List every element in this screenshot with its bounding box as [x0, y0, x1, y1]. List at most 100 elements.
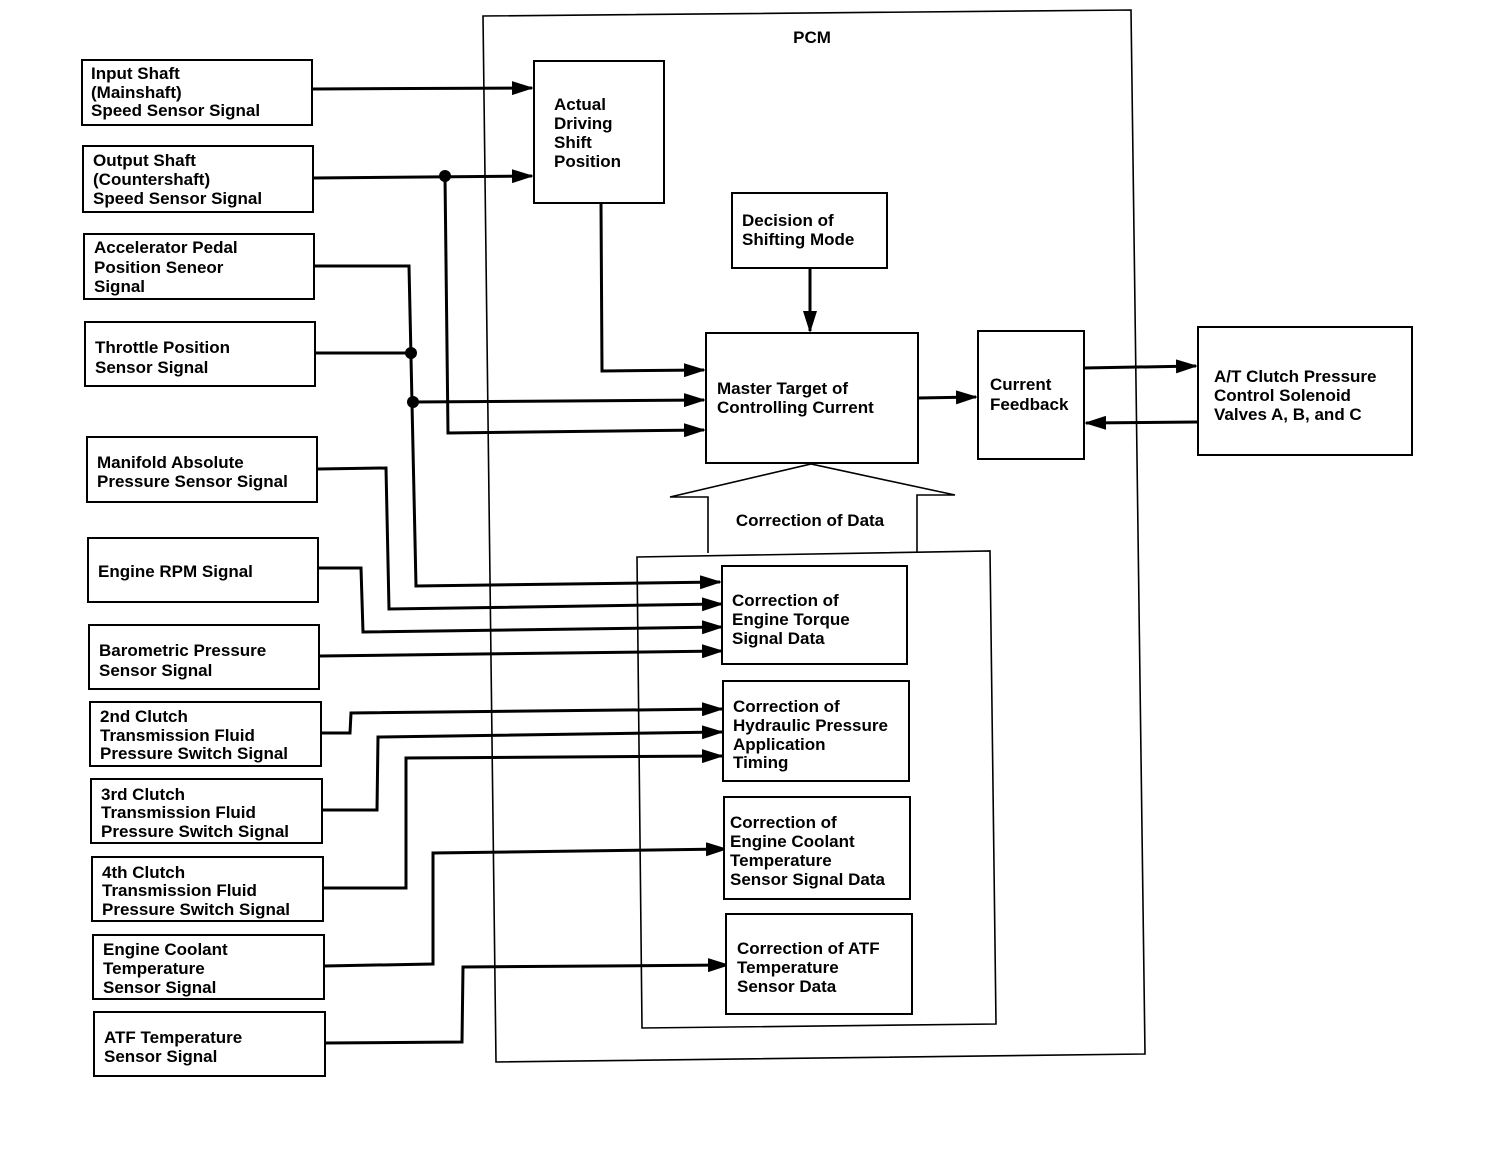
input-box-baro: Barometric Pressure Sensor Signal — [88, 624, 320, 690]
svg-text:Sensor Data: Sensor Data — [737, 977, 837, 996]
input-box-rpm: Engine RPM Signal — [87, 537, 319, 603]
svg-text:Shifting Mode: Shifting Mode — [742, 230, 854, 249]
svg-text:Position Seneor: Position Seneor — [94, 258, 224, 277]
junction-dot — [439, 170, 451, 182]
svg-text:(Mainshaft): (Mainshaft) — [91, 83, 182, 102]
box-correction-coolant: Correction of Engine Coolant Temperature… — [723, 796, 911, 900]
svg-text:Accelerator Pedal: Accelerator Pedal — [94, 238, 238, 257]
wire-master-to-feedback — [917, 390, 978, 405]
svg-text:4th Clutch: 4th Clutch — [102, 863, 185, 882]
svg-text:Input Shaft: Input Shaft — [91, 64, 180, 83]
signal-wires — [311, 81, 1199, 1045]
svg-text:Temperature: Temperature — [103, 959, 205, 978]
svg-text:Hydraulic Pressure: Hydraulic Pressure — [733, 716, 888, 735]
svg-text:Timing: Timing — [733, 753, 788, 772]
correction-data-label: Correction of Data — [736, 511, 885, 530]
wire-clutch4 — [323, 749, 724, 890]
input-box-throttle: Throttle Position Sensor Signal — [84, 321, 316, 387]
input-box-map: Manifold Absolute Pressure Sensor Signal — [86, 436, 318, 503]
wire-coolant — [323, 842, 728, 968]
pcm-frame — [482, 9, 1146, 1063]
svg-text:Temperature: Temperature — [737, 958, 839, 977]
junction-dot — [407, 396, 419, 408]
input-box-atf: ATF Temperature Sensor Signal — [93, 1011, 326, 1077]
box-correction-hydraulic: Correction of Hydraulic Pressure Applica… — [722, 680, 910, 782]
svg-text:Feedback: Feedback — [990, 395, 1069, 414]
wire-actual-to-master — [599, 202, 706, 378]
wire-solenoid-to-feedback — [1084, 415, 1199, 430]
input-box-accelerator: Accelerator Pedal Position Seneor Signal — [83, 233, 315, 300]
svg-text:Manifold Absolute: Manifold Absolute — [97, 453, 244, 472]
pcm-blocks: Actual Driving Shift Position Decision o… — [533, 60, 1085, 1015]
wire-rpm — [319, 566, 724, 635]
svg-text:Position: Position — [554, 152, 621, 171]
svg-text:Engine Torque: Engine Torque — [732, 610, 850, 629]
wire-feedback-to-solenoid — [1083, 359, 1198, 374]
svg-text:Signal: Signal — [94, 277, 145, 296]
svg-text:Engine Coolant: Engine Coolant — [730, 832, 855, 851]
svg-text:Speed Sensor Signal: Speed Sensor Signal — [91, 101, 260, 120]
svg-text:Transmission Fluid: Transmission Fluid — [102, 881, 257, 900]
svg-text:Sensor Signal: Sensor Signal — [99, 661, 212, 680]
box-solenoid-valves: A/T Clutch Pressure Control Solenoid Val… — [1197, 326, 1413, 456]
junction-dot — [405, 347, 417, 359]
wire-clutch2 — [321, 702, 724, 735]
svg-text:Barometric Pressure: Barometric Pressure — [99, 641, 266, 660]
box-master-target: Master Target of Controlling Current — [705, 332, 919, 464]
svg-text:Transmission Fluid: Transmission Fluid — [101, 803, 256, 822]
svg-text:Shift: Shift — [554, 133, 592, 152]
svg-text:Actual: Actual — [554, 95, 606, 114]
svg-text:Signal Data: Signal Data — [732, 629, 825, 648]
box-current-feedback: Current Feedback — [977, 330, 1085, 460]
svg-text:Controlling Current: Controlling Current — [717, 398, 874, 417]
wire-baro — [319, 644, 724, 659]
correction-frame — [636, 550, 997, 1029]
svg-text:Temperature: Temperature — [730, 851, 832, 870]
box-shifting-mode: Decision of Shifting Mode — [731, 192, 888, 269]
svg-text:Speed Sensor Signal: Speed Sensor Signal — [93, 189, 262, 208]
svg-text:Control Solenoid: Control Solenoid — [1214, 386, 1351, 405]
svg-text:Sensor Signal: Sensor Signal — [103, 978, 216, 997]
svg-text:Engine RPM Signal: Engine RPM Signal — [98, 562, 253, 581]
input-box-clutch3: 3rd Clutch Transmission Fluid Pressure S… — [90, 778, 323, 844]
wire-map — [317, 466, 724, 612]
svg-text:Correction of: Correction of — [732, 591, 839, 610]
input-box-clutch4: 4th Clutch Transmission Fluid Pressure S… — [91, 856, 324, 922]
wire-accelerator — [314, 264, 722, 590]
pcm-label: PCM — [793, 28, 831, 47]
svg-text:Output Shaft: Output Shaft — [93, 151, 196, 170]
input-box-input-shaft: Input Shaft (Mainshaft) Speed Sensor Sig… — [81, 59, 313, 126]
svg-text:Sensor Signal Data: Sensor Signal Data — [730, 870, 885, 889]
svg-text:Current: Current — [990, 375, 1052, 394]
svg-text:Driving: Driving — [554, 114, 613, 133]
input-box-clutch2: 2nd Clutch Transmission Fluid Pressure S… — [89, 701, 322, 767]
input-box-coolant: Engine Coolant Temperature Sensor Signal — [92, 934, 325, 1000]
svg-text:Engine Coolant: Engine Coolant — [103, 940, 228, 959]
input-signals: Input Shaft (Mainshaft) Speed Sensor Sig… — [81, 59, 326, 1077]
svg-text:Application: Application — [733, 735, 826, 754]
svg-text:(Countershaft): (Countershaft) — [93, 170, 210, 189]
input-box-output-shaft: Output Shaft (Countershaft) Speed Sensor… — [82, 145, 314, 213]
svg-text:Pressure Sensor Signal: Pressure Sensor Signal — [97, 472, 288, 491]
svg-text:ATF Temperature: ATF Temperature — [104, 1028, 242, 1047]
wire-clutch3 — [322, 725, 724, 812]
svg-text:Correction of ATF: Correction of ATF — [737, 939, 880, 958]
svg-text:Pressure Switch Signal: Pressure Switch Signal — [102, 900, 290, 919]
svg-text:Decision of: Decision of — [742, 211, 834, 230]
svg-text:Correction of: Correction of — [730, 813, 837, 832]
wire-output-shaft-branch — [443, 175, 706, 438]
svg-text:A/T Clutch Pressure: A/T Clutch Pressure — [1214, 367, 1377, 386]
wire-pedal-throttle-to-master — [412, 393, 706, 408]
wire-atf — [324, 958, 730, 1045]
svg-text:Pressure Switch Signal: Pressure Switch Signal — [101, 822, 289, 841]
svg-text:Pressure Switch Signal: Pressure Switch Signal — [100, 744, 288, 763]
svg-text:Master Target of: Master Target of — [717, 379, 848, 398]
correction-data-arrow — [669, 463, 956, 553]
svg-text:Correction of: Correction of — [733, 697, 840, 716]
wire-output-shaft — [312, 169, 534, 184]
svg-text:Sensor Signal: Sensor Signal — [104, 1047, 217, 1066]
svg-text:Throttle Position: Throttle Position — [95, 338, 230, 357]
svg-text:2nd Clutch: 2nd Clutch — [100, 707, 188, 726]
svg-text:Sensor Signal: Sensor Signal — [95, 358, 208, 377]
